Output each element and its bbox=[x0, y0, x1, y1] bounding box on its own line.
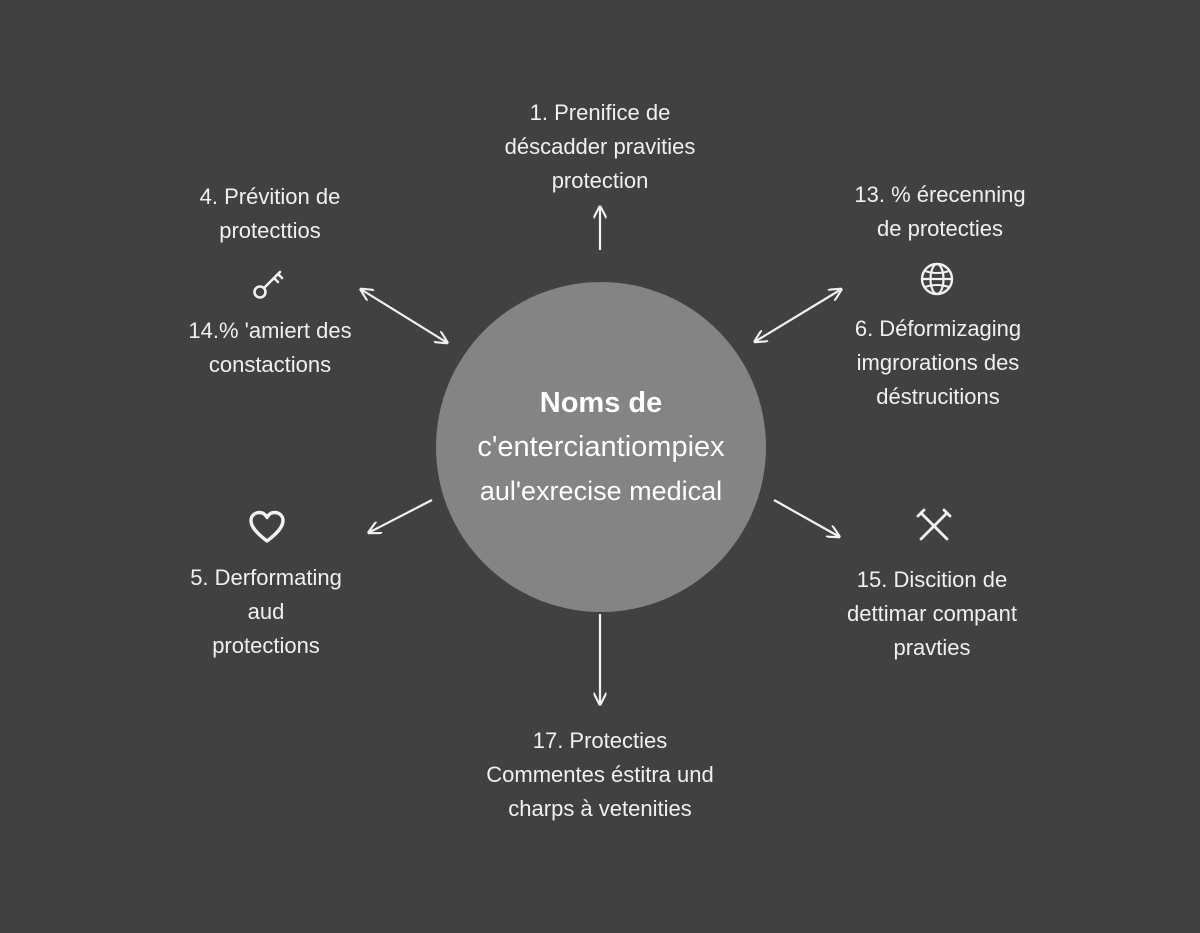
node-bottom-right-line-3: pravties bbox=[893, 635, 971, 660]
node-bottom-right-line-2: dettimar compant bbox=[847, 601, 1017, 626]
node-bottom-right: 15. Discition de dettimar compant pravti… bbox=[812, 563, 1052, 665]
arrow-top-right bbox=[756, 290, 840, 341]
central-topic-line-2: c'enterciantiompiex bbox=[477, 431, 725, 463]
node-bottom-left-line-3: protections bbox=[212, 633, 320, 658]
crossed-tools-icon bbox=[914, 506, 954, 546]
node-bottom-right-line-1: 15. Discition de bbox=[856, 567, 1008, 592]
node-bottom-left-line-1: 5. Derformating bbox=[190, 565, 342, 590]
node-mid-right-line-1: 6. Déformizaging bbox=[854, 316, 1022, 341]
central-topic: Noms de c'enterciantiompiex aul'exrecise… bbox=[436, 282, 766, 612]
node-top-left-line-2: protecttios bbox=[219, 218, 321, 243]
node-top-right-line-2: de protecties bbox=[877, 216, 1003, 241]
node-top-line-2: déscadder pravities bbox=[504, 134, 696, 159]
arrow-bottom-left bbox=[370, 499, 433, 532]
node-bottom-left-line-2: aud bbox=[247, 599, 285, 624]
node-mid-right: 6. Déformizaging imgrorations des déstru… bbox=[818, 312, 1058, 414]
node-bottom-line-3: charps à vetenities bbox=[508, 796, 692, 821]
node-bottom-line-2: Commentes éstitra und bbox=[486, 762, 714, 787]
node-mid-right-line-2: imgrorations des bbox=[856, 350, 1020, 375]
node-top-line-1: 1. Prenifice de bbox=[529, 100, 671, 125]
arrow-top-left bbox=[362, 290, 446, 342]
arrow-bottom-right bbox=[773, 499, 838, 536]
globe-icon bbox=[917, 259, 957, 299]
node-mid-left: 14.% 'amiert des constactions bbox=[150, 314, 390, 382]
node-mid-right-line-3: déstrucitions bbox=[876, 384, 1000, 409]
node-top-left-line-1: 4. Prévition de bbox=[199, 184, 341, 209]
node-top-left: 4. Prévition de protecttios bbox=[160, 180, 380, 248]
node-mid-left-line-1: 14.% 'amiert des bbox=[188, 318, 352, 343]
central-topic-line-1: Noms de bbox=[539, 387, 663, 419]
node-bottom: 17. Protecties Commentes éstitra und cha… bbox=[460, 724, 740, 826]
node-top: 1. Prenifice de déscadder pravities prot… bbox=[480, 96, 720, 198]
node-top-line-3: protection bbox=[551, 168, 649, 193]
central-topic-line-3: aul'exrecise medical bbox=[479, 476, 723, 506]
node-mid-left-line-2: constactions bbox=[208, 352, 332, 377]
heart-icon bbox=[247, 508, 287, 548]
node-bottom-left: 5. Derformating aud protections bbox=[156, 561, 376, 663]
node-top-right-line-1: 13. % érecenning bbox=[854, 182, 1026, 207]
node-bottom-line-1: 17. Protecties bbox=[532, 728, 668, 753]
key-icon bbox=[248, 264, 288, 304]
node-top-right: 13. % érecenning de protecties bbox=[820, 178, 1060, 246]
